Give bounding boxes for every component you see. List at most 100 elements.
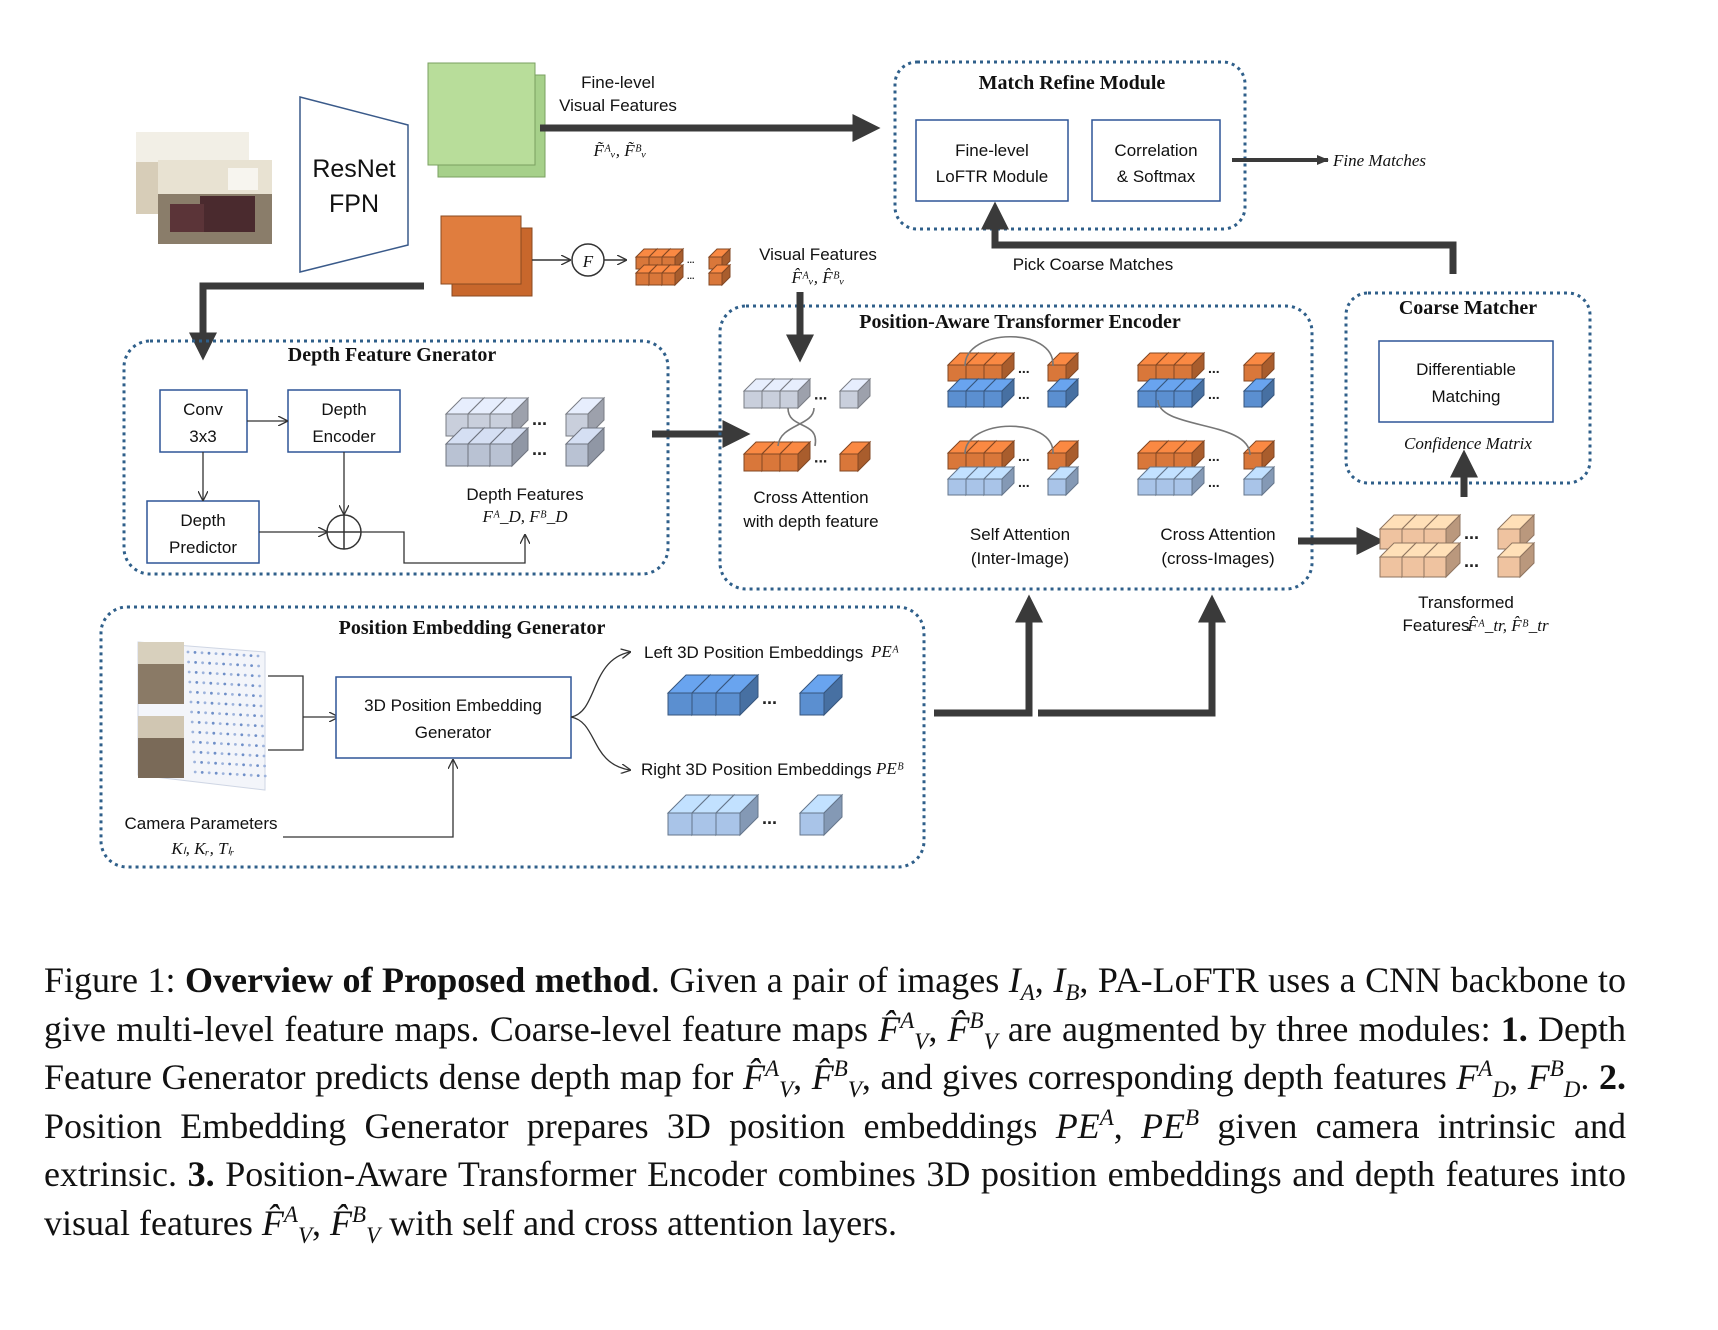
position-grid-point — [193, 651, 197, 654]
position-grid-point — [244, 683, 248, 687]
conv-box — [159, 389, 248, 453]
depth-gen-title: Depth Feature Gnerator — [288, 344, 497, 366]
position-grid-point — [231, 703, 235, 706]
position-grid-point — [194, 661, 198, 664]
position-grid-point — [198, 731, 202, 734]
token-cube-face — [983, 390, 1003, 408]
position-grid-point — [221, 652, 225, 656]
position-aware-transformer-encoder: Position-Aware Transformer Encoder ... .… — [718, 292, 1314, 591]
token-cube-face — [667, 812, 693, 836]
position-grid-point — [242, 653, 246, 657]
token-cube-face — [965, 478, 985, 496]
position-grid-point — [215, 672, 219, 675]
position-grid-point — [191, 730, 195, 734]
coarse-feature-maps — [440, 215, 533, 297]
ellipsis: ... — [1018, 448, 1030, 464]
right-embed-label: Right 3D Position Embeddings — [641, 760, 872, 779]
resnet-fpn-backbone: ResNet FPN — [299, 96, 409, 273]
position-grid-point — [252, 694, 255, 697]
position-grid-point — [189, 700, 193, 704]
position-grid-point — [238, 703, 242, 707]
right-position-embedding-tokens: ... — [666, 793, 844, 837]
position-grid-point — [254, 734, 258, 737]
position-grid-point — [259, 694, 262, 698]
coarse-to-depth-arrow — [189, 282, 424, 361]
ellipsis: ... — [532, 409, 547, 429]
position-grid-point — [249, 654, 253, 657]
position-embedding-generator: Position Embedding Generator 3D Position… — [99, 605, 926, 869]
fine-loftr-line2: LoFTR Module — [936, 167, 1048, 186]
position-grid-point — [192, 750, 196, 754]
position-grid-point — [262, 754, 266, 758]
position-grid-point — [243, 663, 247, 667]
left-embed-label: Left 3D Position Embeddings — [644, 643, 863, 662]
caption-text: . Given a pair of images — [650, 960, 1000, 1000]
position-grid-point — [241, 743, 244, 747]
correlation-softmax-box — [1091, 119, 1221, 202]
position-grid-point — [203, 701, 207, 705]
token-cube-face — [1423, 556, 1447, 578]
right-embed-math: PEᴮ — [875, 759, 904, 778]
position-grid-point — [256, 764, 259, 767]
fine-loftr-box — [915, 119, 1069, 202]
position-grid-point — [230, 683, 234, 686]
visual-features-label: Visual Features — [759, 245, 877, 264]
conv-line2: 3x3 — [189, 427, 216, 446]
token-cube-face — [799, 692, 825, 716]
position-grid-point — [248, 753, 252, 757]
position-grid-point — [210, 691, 213, 695]
self-attention-line2: (Inter-Image) — [971, 549, 1069, 568]
position-grid-point — [261, 734, 265, 738]
token-cube-face — [839, 453, 859, 472]
position-grid-point — [206, 741, 209, 745]
self-attention-line1: Self Attention — [970, 525, 1070, 544]
position-grid-point — [263, 764, 266, 768]
position-grid-point — [210, 701, 214, 705]
cross-depth-gray-tokens: ... — [742, 377, 872, 410]
position-grid-point — [229, 673, 233, 676]
position-grid-point — [243, 673, 247, 677]
depth-features-math: Fᴬ_D, Fᴮ_D — [481, 507, 568, 526]
token-cube-face — [743, 390, 763, 409]
position-grid-point — [223, 682, 227, 686]
token-cube-face — [691, 812, 717, 836]
transformed-math: F̂ᴬ_tr, F̂ᴮ_tr — [1466, 616, 1549, 635]
ellipsis: ... — [1208, 474, 1220, 490]
position-grid-point — [234, 743, 237, 746]
token-cube-face — [779, 390, 799, 409]
token-cube-face — [635, 272, 650, 286]
token-cube-face — [1155, 478, 1175, 496]
cross-depth-line2: with depth feature — [742, 512, 878, 531]
position-grid-point — [208, 661, 212, 665]
pos-embed-line2: Generator — [415, 723, 492, 742]
position-grid-point — [235, 773, 239, 776]
position-grid-point — [187, 660, 191, 664]
flatten-symbol: F — [582, 252, 594, 271]
figure-caption: Figure 1: Overview of Proposed method. G… — [44, 960, 1627, 1248]
position-grid-point — [214, 652, 218, 655]
token-cube-face — [1401, 556, 1425, 578]
ellipsis: ... — [1208, 360, 1220, 376]
position-grid-point — [255, 744, 258, 747]
left-embed-math: PEᴬ — [870, 642, 899, 661]
token-cube-face — [691, 692, 717, 716]
fine-level-label-line1: Fine-level — [581, 73, 655, 92]
token-cube-face — [565, 443, 589, 467]
position-grid-point — [221, 762, 225, 765]
position-grid-point — [196, 691, 199, 694]
method-overview-diagram: ResNet FPN Fine-level Visual Features F̃… — [99, 60, 1592, 869]
position-grid-point — [216, 682, 220, 685]
transformed-feature-tokens: ...... — [1378, 513, 1536, 579]
ellipsis: ... — [1208, 386, 1220, 402]
position-grid-point — [242, 773, 246, 777]
token-cube-face — [947, 390, 967, 408]
pe-to-self-arrow — [934, 594, 1043, 717]
ellipsis: ... — [814, 450, 827, 467]
camera-params-math: Kₗ, Kᵣ, Tₗᵣ — [170, 839, 234, 858]
position-grid-point — [233, 733, 237, 736]
position-grid-point — [249, 773, 253, 777]
position-grid-point — [213, 751, 217, 755]
position-grid-point — [238, 693, 241, 697]
visual-features-math: F̂ᴬᵥ, F̂ᴮᵥ — [791, 268, 845, 287]
position-grid-point — [195, 681, 199, 684]
